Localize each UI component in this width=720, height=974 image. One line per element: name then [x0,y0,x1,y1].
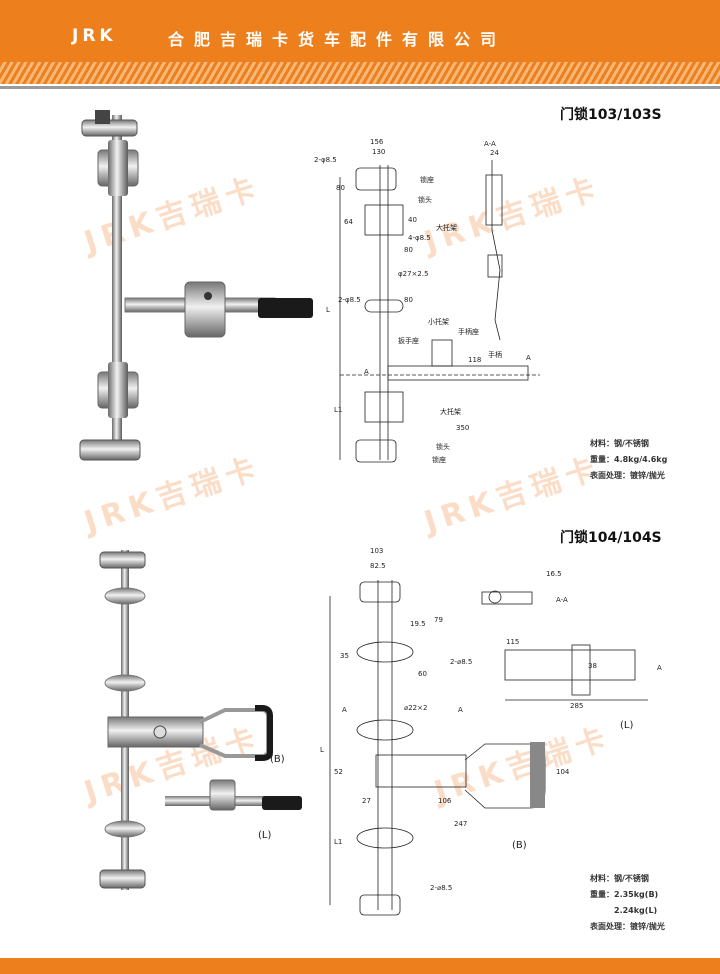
dim-L1: L1 [334,838,342,846]
label-small-bracket: 小托架 [428,317,449,326]
spec-finish: 表面处理：镀锌/抛光 [590,471,665,480]
header-stripes [0,62,720,84]
dim-247: 247 [454,820,467,828]
section-title: A-A [484,140,496,148]
drawing-lock-104 [329,580,648,916]
dim-L: L [320,746,324,754]
label-big-bracket: 大托架 [440,407,461,416]
photo-lock-103 [79,110,313,461]
dim-hole: 2-⌀8.5 [430,884,452,892]
label-big-bracket: 大托架 [436,223,457,232]
label-lock-seat: 锁座 [420,175,434,184]
product-specs-103: 材料：钢/不锈钢 重量：4.8kg/4.6kg 表面处理：镀锌/抛光 [590,436,667,484]
dim-79: 79 [434,616,443,624]
brand-logo: JRK [72,26,117,46]
dim-52: 52 [334,768,343,776]
dim-80: 80 [404,246,413,254]
dim-350: 350 [456,424,469,432]
label-lock-seat: 锁座 [432,455,446,464]
dim-285: 285 [570,702,583,710]
label-wrench-seat: 扳手座 [398,336,419,345]
photo-label-l: (L) [258,830,271,841]
drawing-104-labels: 103 82.5 19.5 79 35 2-⌀8.5 60 A ⌀22×2 A … [320,547,662,892]
spec-weight-l: 2.24kg(L) [614,906,658,915]
photo-label-b: (B) [270,754,285,765]
dim-hole-top: 2-φ8.5 [314,156,337,164]
dim-16-5: 16.5 [546,570,562,578]
dim-80: 80 [404,296,413,304]
dim-130: 130 [372,148,385,156]
footer-bar [0,958,720,974]
spec-material: 材料：钢/不锈钢 [590,439,649,448]
dim-64: 64 [344,218,353,226]
label-handle-seat: 手柄座 [458,327,479,336]
dim-118: 118 [468,356,481,364]
spec-finish: 表面处理：镀锌/抛光 [590,922,665,931]
product-specs-104: 材料：钢/不锈钢 重量：2.35kg(B) 2.24kg(L) 表面处理：镀锌/… [590,871,665,935]
dim-L: L [326,306,330,314]
spec-weight: 重量：2.35kg(B) [590,890,659,899]
dim-40: 40 [408,216,417,224]
dim-104: 104 [556,768,570,776]
drawing-103-labels: 156 130 2-φ8.5 锁座 锁头 80 64 40 大托架 4-φ8.5… [314,138,531,464]
section-mark-a: A [657,664,662,672]
dim-38: 38 [588,662,597,670]
dim-106: 106 [438,797,452,805]
label-lock-head: 锁头 [418,195,432,204]
dim-pipe: ⌀22×2 [404,704,427,712]
dim-hole-mid: 2-φ8.5 [338,296,361,304]
dim-60: 60 [418,670,427,678]
variant-label-l: (L) [620,720,633,731]
dim-82-5: 82.5 [370,562,386,570]
photo-lock-104: (B) (L) [99,550,302,890]
dim-hole4: 4-φ8.5 [408,234,431,242]
header-banner: JRK 合肥吉瑞卡货车配件有限公司 [0,0,720,62]
dim-pipe: φ27×2.5 [398,270,429,278]
dim-27: 27 [362,797,371,805]
drawing-lock-103 [339,160,540,463]
dim-103: 103 [370,547,383,555]
dim-156: 156 [370,138,384,146]
section-mark-a: A [364,368,369,376]
dim-hole: 2-⌀8.5 [450,658,472,666]
spec-weight: 重量：4.8kg/4.6kg [590,455,668,464]
label-handle: 手柄 [488,350,502,359]
section-mark-a: A [342,706,347,714]
dim-80: 80 [336,184,345,192]
section-title: A-A [556,596,568,604]
spec-material: 材料：钢/不锈钢 [590,874,649,883]
dim-19-5: 19.5 [410,620,426,628]
section-mark-a: A [526,354,531,362]
company-name: 合肥吉瑞卡货车配件有限公司 [168,30,507,49]
dim-24: 24 [490,149,499,157]
dim-35: 35 [340,652,349,660]
product-title-103: 门锁103/103S [560,107,662,123]
label-lock-head: 锁头 [436,442,450,451]
dim-115: 115 [506,638,519,646]
section-mark-a: A [458,706,463,714]
dim-L1: L1 [334,406,342,414]
header-divider [0,86,720,89]
variant-label-b: (B) [512,840,527,851]
product-title-104: 门锁104/104S [560,530,662,546]
